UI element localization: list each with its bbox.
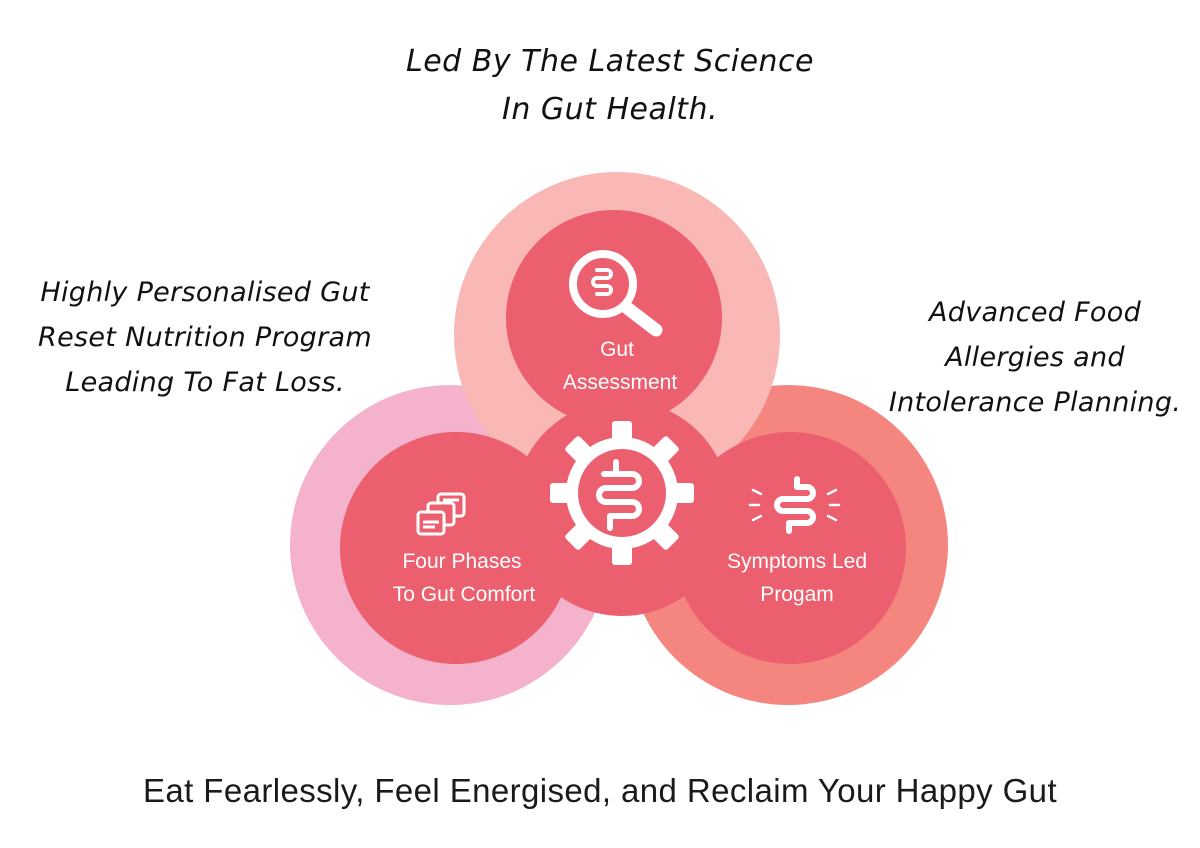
irritated-gut-icon <box>748 476 841 534</box>
right-note-line-3: Intolerance Planning. <box>888 387 1182 418</box>
stacked-cards-icon <box>416 492 466 536</box>
left-note: Highly Personalised Gut Reset Nutrition … <box>10 270 400 405</box>
right-inner-disc <box>674 432 906 664</box>
left-note-line-1: Highly Personalised Gut <box>40 277 370 308</box>
top-inner-disc <box>506 210 722 426</box>
right-node-line-1: Symptoms Led <box>727 550 867 573</box>
heading-line-2: In Gut Health. <box>501 92 718 127</box>
footer-tagline: Eat Fearlessly, Feel Energised, and Recl… <box>142 772 1058 809</box>
left-inner-disc <box>340 432 572 664</box>
right-note-line-2: Allergies and <box>945 342 1125 373</box>
left-note-line-2: Reset Nutrition Program <box>38 322 372 353</box>
right-note: Advanced Food Allergies and Intolerance … <box>870 290 1200 425</box>
top-node-line-2: Assessment <box>563 371 678 394</box>
left-note-line-3: Leading To Fat Loss. <box>65 367 345 398</box>
left-node-line-2: To Gut Comfort <box>393 583 536 606</box>
top-node-line-1: Gut <box>600 338 634 361</box>
right-node-line-2: Progam <box>760 583 834 606</box>
gear-gut-icon <box>550 421 694 565</box>
heading-line-1: Led By The Latest Science <box>406 44 814 79</box>
heading: Led By The Latest Science In Gut Health. <box>300 38 920 134</box>
left-node-line-1: Four Phases <box>402 550 521 573</box>
magnifier-gut-icon <box>569 250 663 337</box>
right-note-line-1: Advanced Food <box>928 297 1142 328</box>
